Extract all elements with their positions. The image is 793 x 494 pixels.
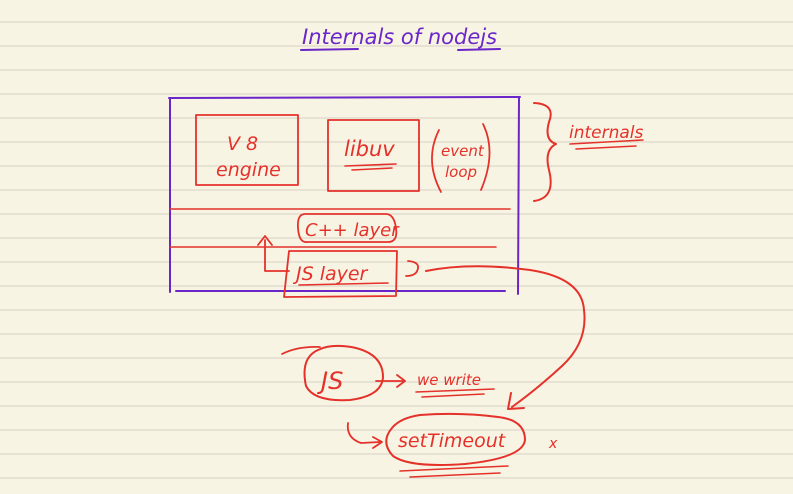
settimeout: setTimeout x	[346, 412, 558, 478]
we-write-underline-1	[415, 388, 495, 393]
settimeout-underline-1	[399, 465, 509, 472]
libuv-box-outline	[327, 119, 420, 192]
js-layer-bracket	[405, 260, 419, 277]
settimeout-hook-arrowhead	[372, 436, 383, 449]
settimeout-label: setTimeout	[398, 430, 507, 452]
js-to-cpp-arrowhead	[257, 235, 273, 246]
js-layer-label: JS layer	[292, 263, 369, 285]
internals-annotation: internals	[533, 102, 644, 202]
frame-right-edge	[517, 96, 520, 295]
cpp-layer: C++ layer	[169, 208, 511, 248]
long-curve-arrow	[425, 265, 586, 408]
event-loop-right-paren	[480, 123, 491, 191]
engine-label: engine	[216, 159, 281, 181]
libuv-box: libuv	[327, 119, 420, 192]
libuv-label: libuv	[344, 137, 395, 161]
cpp-layer-label: C++ layer	[305, 220, 400, 241]
cpp-label-oval	[296, 213, 398, 243]
internals-label: internals	[569, 123, 644, 143]
internals-underline-2	[575, 145, 637, 150]
js-layer-to-settimeout-arrow	[425, 265, 586, 410]
js-circle	[303, 344, 384, 402]
title-underline-2	[457, 48, 501, 51]
event-loop-left-paren	[431, 129, 442, 193]
event-loop: event loop	[431, 123, 491, 193]
we-write-label: we write	[417, 371, 481, 389]
page-title: Internals of nodejs	[302, 25, 497, 49]
js-to-cpp-arrow-line	[264, 239, 290, 272]
internals-brace	[533, 102, 557, 202]
js-label: JS	[317, 367, 343, 395]
long-curve-arrowhead	[507, 392, 525, 410]
internals-underline-1	[569, 139, 644, 145]
settimeout-underline-2	[409, 472, 501, 478]
js-layer: JS layer	[257, 235, 419, 298]
v8-engine-box: V 8 engine	[195, 114, 299, 186]
settimeout-oval	[385, 412, 526, 466]
js-arrow-head	[396, 374, 406, 388]
js-layer-underline	[298, 282, 389, 286]
ruled-lines	[0, 21, 793, 479]
settimeout-hook	[346, 422, 381, 444]
title-underline-1	[300, 48, 359, 51]
js-layer-box	[283, 250, 398, 298]
we-write-underline-2	[421, 393, 485, 398]
frame-top-edge	[168, 96, 521, 99]
loop-label: loop	[445, 163, 477, 181]
title-group: Internals of nodejs	[300, 25, 501, 51]
js-lead-stroke	[281, 345, 321, 355]
libuv-underline-1	[344, 163, 397, 167]
js-we-write: JS we write	[281, 344, 495, 402]
v8-label: V 8	[227, 133, 258, 155]
event-label: event	[441, 142, 485, 160]
x-mark: x	[548, 436, 558, 452]
nodejs-frame	[168, 96, 521, 295]
v8-box-outline	[195, 114, 299, 186]
libuv-underline-2	[351, 167, 393, 171]
